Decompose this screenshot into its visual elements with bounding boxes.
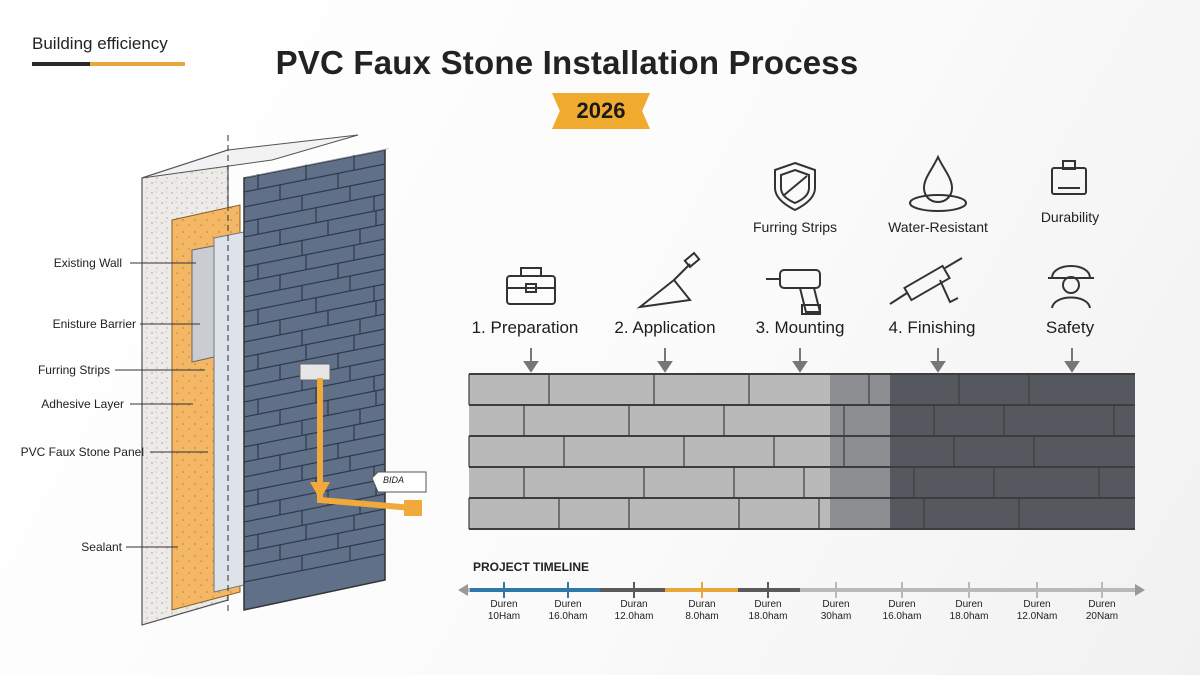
label-pvc-panel: PVC Faux Stone Panel bbox=[20, 445, 144, 459]
feature-durability: Durability bbox=[1040, 209, 1100, 225]
hard-hat-worker-icon bbox=[1048, 265, 1094, 309]
project-timeline bbox=[458, 582, 1145, 598]
step-safety: Safety bbox=[1045, 318, 1095, 337]
step-preparation: 1. Preparation bbox=[471, 318, 579, 337]
step-mounting: 3. Mounting bbox=[755, 318, 845, 337]
step-arrows bbox=[523, 348, 1080, 373]
feature-furring-strips: Furring Strips bbox=[752, 219, 838, 235]
label-adhesive-layer: Adhesive Layer bbox=[41, 397, 124, 411]
timeline-title: PROJECT TIMELINE bbox=[473, 560, 590, 574]
label-existing-wall: Existing Wall bbox=[53, 256, 122, 270]
durability-icon bbox=[1051, 160, 1087, 195]
step-finishing: 4. Finishing bbox=[888, 318, 976, 337]
water-drop-icon bbox=[909, 154, 967, 212]
shield-icon bbox=[774, 161, 816, 212]
page-title: PVC Faux Stone Installation Process bbox=[275, 44, 859, 81]
step-application: 2. Application bbox=[614, 318, 716, 337]
label-sealant: Sealant bbox=[81, 540, 122, 554]
year-badge: 2026 bbox=[552, 93, 650, 129]
brand-underline bbox=[32, 62, 185, 66]
label-furring-strips: Furring Strips bbox=[37, 363, 110, 377]
caulk-gun-icon bbox=[889, 257, 963, 305]
label-moisture-barrier: Enisture Barrier bbox=[52, 317, 136, 331]
feature-water-resistant: Water-Resistant bbox=[888, 219, 988, 235]
callout-label: BIDA bbox=[383, 475, 405, 485]
trowel-icon bbox=[636, 251, 701, 309]
drill-icon bbox=[766, 269, 822, 315]
toolbox-icon bbox=[506, 267, 556, 305]
brand-text: Building efficiency bbox=[32, 34, 168, 53]
